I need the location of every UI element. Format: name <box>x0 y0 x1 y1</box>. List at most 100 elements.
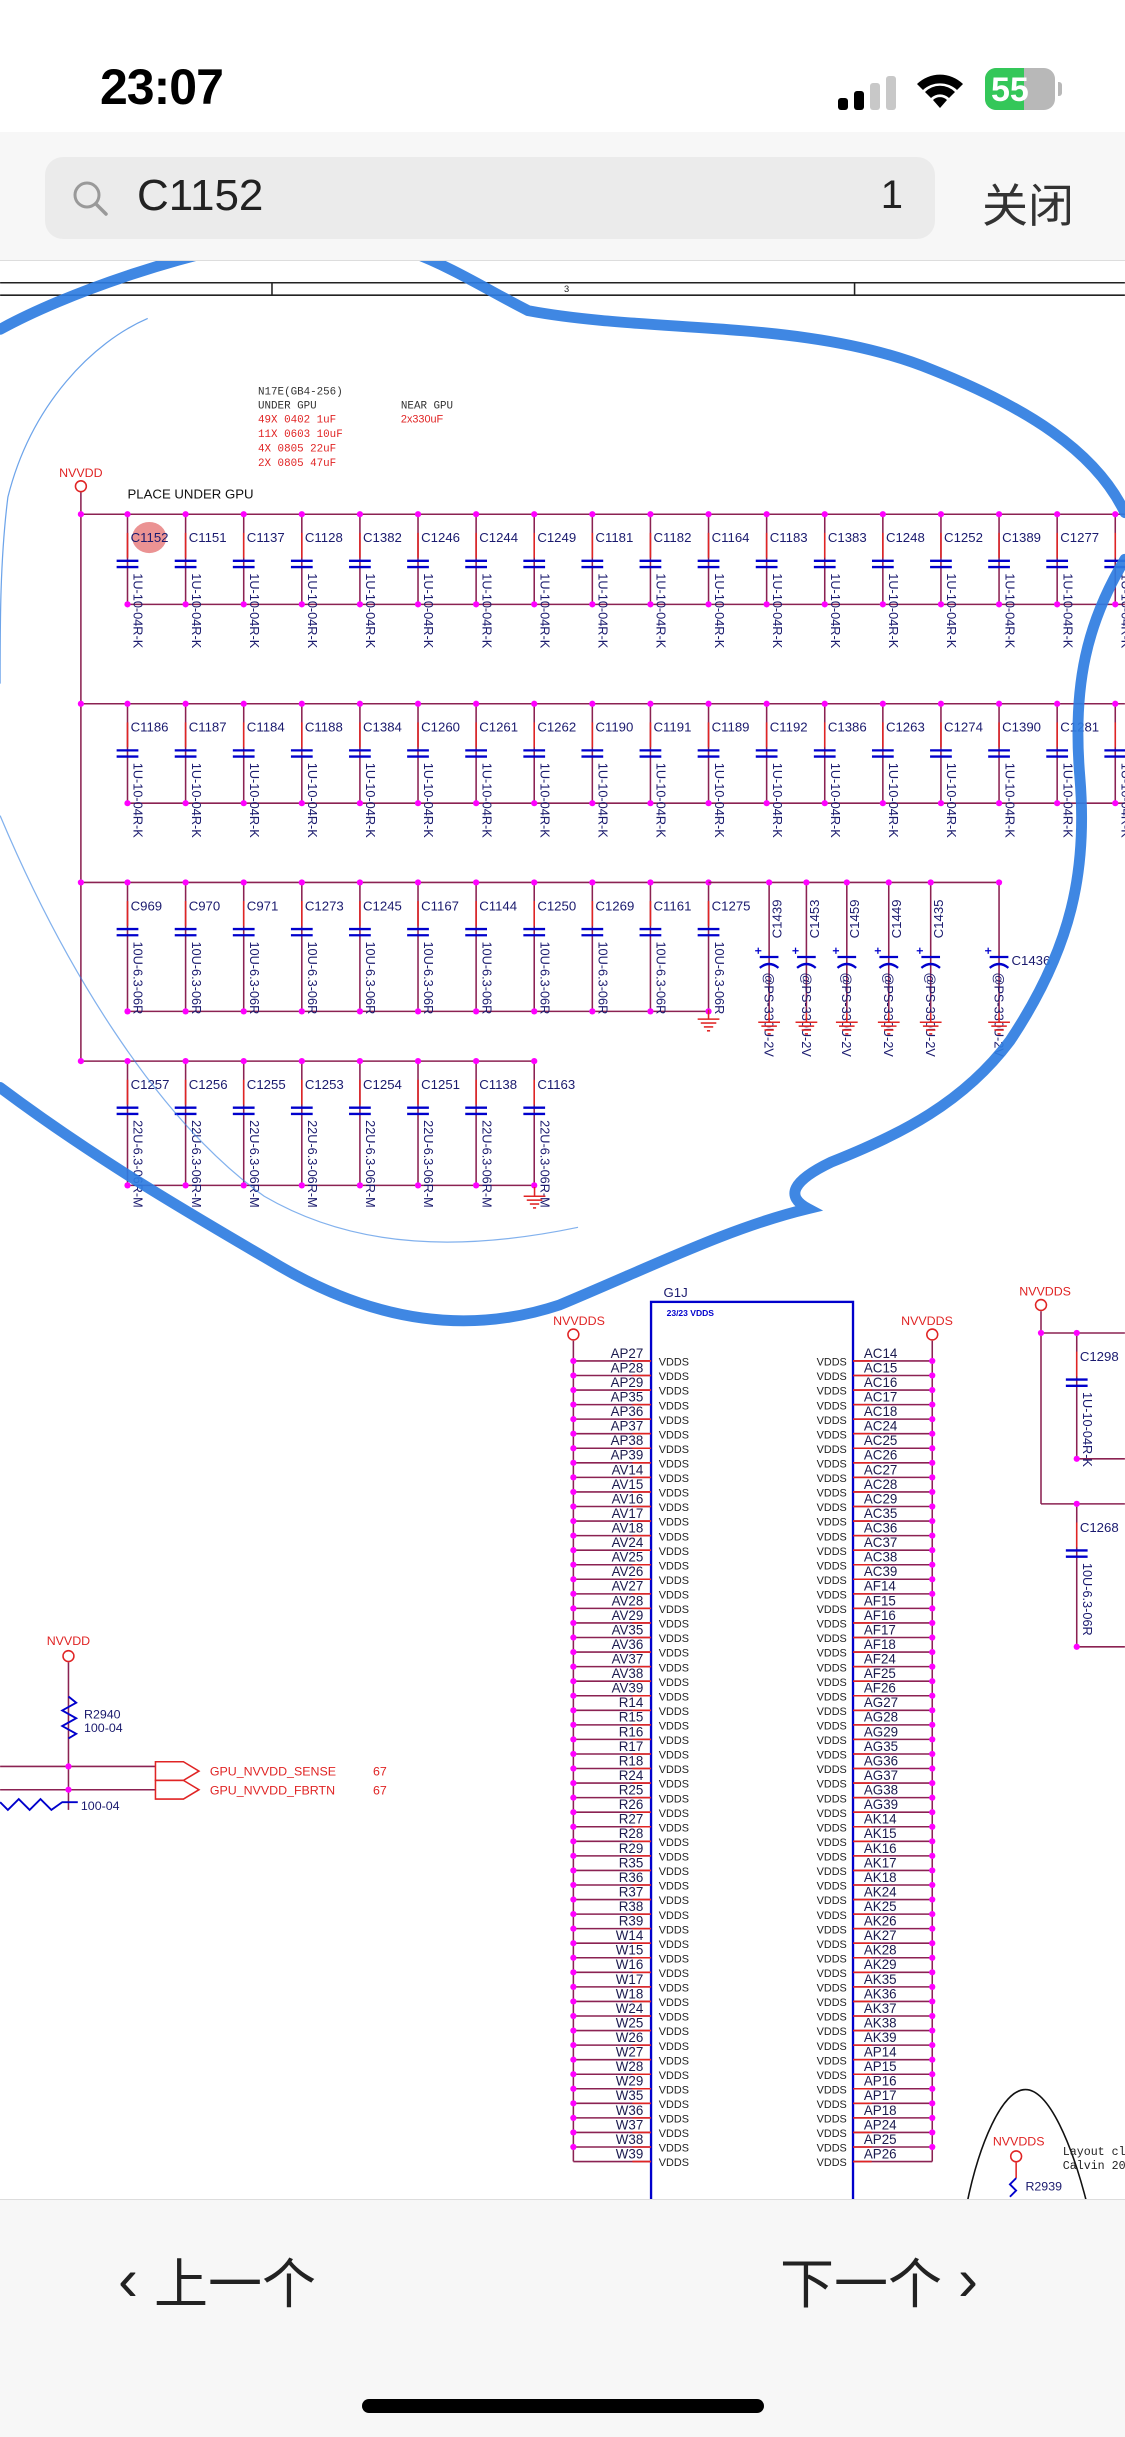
cap-value: 10U-6.3-06R <box>1080 1563 1095 1636</box>
junction-dot <box>124 1008 131 1015</box>
pin-number: AC14 <box>864 1346 898 1361</box>
net-port-icon <box>1034 1298 1048 1312</box>
capacitor[interactable]: 1U-10-04R-K <box>1104 700 1125 839</box>
pin-number: AV25 <box>612 1550 644 1565</box>
junction-dot <box>414 1008 422 1015</box>
close-button[interactable]: 关闭 <box>982 180 1074 232</box>
junction-dot <box>647 1008 654 1015</box>
pin-name: VDDS <box>817 1619 847 1631</box>
cap-value: 10U-6.3-06R <box>596 941 611 1014</box>
pin-number: R16 <box>619 1724 644 1739</box>
note-heading: UNDER GPU <box>258 401 317 413</box>
search-query[interactable]: C1152 <box>137 171 264 220</box>
pin-number: AK18 <box>864 1870 897 1885</box>
net-label: NVVDDS <box>993 2134 1045 2148</box>
ground-icon <box>758 1012 780 1035</box>
pin-number: AF26 <box>864 1681 896 1696</box>
next-match-button[interactable]: 下一个 › <box>780 2240 978 2319</box>
cap-ref: C1250 <box>537 898 576 913</box>
junction-dot <box>803 879 810 886</box>
junction-dot <box>766 879 773 886</box>
electrolytic-capacitor[interactable]: C1435@PS-330U-2V <box>916 879 946 1057</box>
junction-dot <box>995 800 1003 807</box>
junction-dot <box>298 511 305 518</box>
pin-name: VDDS <box>659 2143 689 2155</box>
junction-dot <box>589 511 596 518</box>
junction-dot <box>570 1619 577 1627</box>
net-label: NVVDD <box>59 466 102 480</box>
junction-dot <box>929 2100 936 2107</box>
pin-name: VDDS <box>817 2099 847 2111</box>
pin-number: AK27 <box>864 1928 897 1943</box>
cap-value: 1U-10-04R-K <box>1002 763 1017 838</box>
junction-dot <box>570 1372 577 1379</box>
pin-name: VDDS <box>659 1575 689 1587</box>
polarity-plus-icon <box>792 947 799 954</box>
pin-number: AC15 <box>864 1360 897 1375</box>
junction-dot <box>995 700 1003 707</box>
search-input[interactable]: C1152 1 <box>45 157 935 239</box>
junction-dot <box>929 1532 936 1539</box>
home-indicator[interactable] <box>362 2399 764 2413</box>
junction-dot <box>763 700 770 707</box>
component-ref: G1J <box>663 1285 687 1300</box>
electrolytic-capacitor[interactable]: C1436@PS-330U-2V <box>985 879 1050 1057</box>
junction-dot <box>929 1881 936 1889</box>
previous-match-button[interactable]: ‹ 上一个 <box>118 2240 316 2319</box>
